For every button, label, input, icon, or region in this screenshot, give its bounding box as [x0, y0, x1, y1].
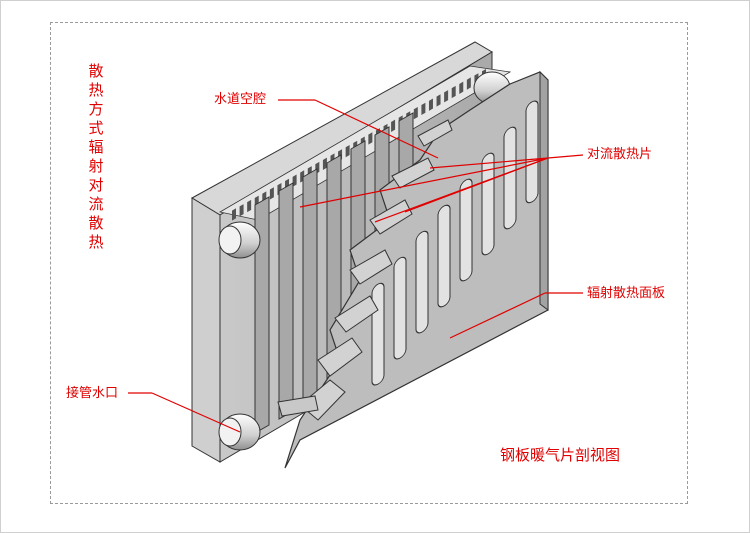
fin-slot	[391, 119, 396, 132]
diagram-frame	[50, 22, 688, 504]
fin-slot	[444, 90, 449, 103]
bottom-bracket	[277, 395, 319, 417]
fin-slot	[322, 157, 327, 170]
fin-slot	[232, 208, 236, 221]
side-note-vertical: 散热方式辐射对流散热	[88, 62, 104, 251]
inlet-pipe-top	[218, 221, 261, 259]
front-rib	[481, 152, 495, 256]
front-rib	[415, 230, 429, 334]
diagram-title: 钢板暖气片剖视图	[500, 446, 621, 464]
front-rib	[525, 100, 539, 204]
cutaway-fins	[299, 119, 453, 421]
rear-channel	[254, 196, 270, 434]
leader-lines	[128, 99, 584, 433]
fin-slot	[239, 204, 244, 217]
front-rib	[371, 282, 385, 386]
fin-slot	[436, 94, 441, 107]
fin-slot	[451, 85, 456, 99]
front-rib	[437, 204, 451, 308]
label-inlet: 接管水口	[66, 386, 119, 401]
fin-slot	[345, 144, 350, 158]
fin-slot	[269, 187, 274, 200]
fin-slot	[292, 174, 297, 187]
fin-slot	[466, 77, 471, 90]
rear-channel	[278, 182, 294, 420]
front-rib	[503, 126, 517, 230]
fin-slot	[421, 102, 426, 116]
fin-slot	[428, 98, 433, 111]
front-rib	[459, 178, 473, 282]
label-convection-fins: 对流散热片	[587, 147, 653, 162]
fin-slot	[413, 106, 418, 120]
fin-slot	[247, 199, 252, 213]
label-water-channel: 水道空腔	[214, 92, 267, 107]
fin-slot	[368, 132, 373, 145]
label-radiation-panel: 辐射散热面板	[587, 286, 666, 301]
front-rib	[393, 256, 407, 360]
fin-slot	[459, 81, 464, 94]
